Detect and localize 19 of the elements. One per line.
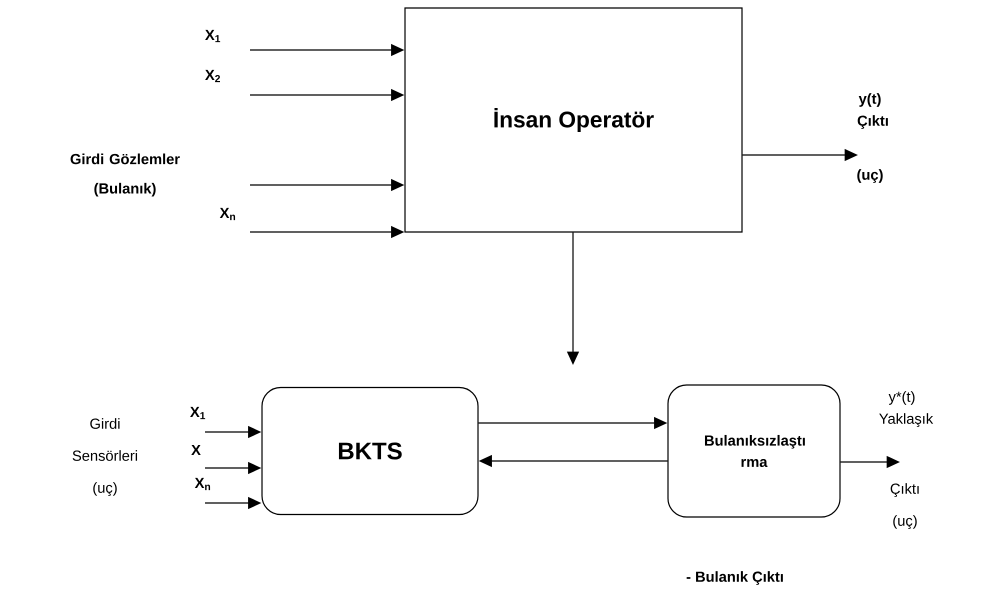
edge-label: X$_{2}$: [205, 70, 220, 82]
text-label: Girdi Gözlemler (Bulanık): [70, 154, 180, 196]
text-label: (uç): [857, 169, 883, 183]
operator-box: İnsan Operatör: [404, 7, 743, 233]
edge-label: X$_{1}$: [205, 30, 220, 42]
text-label: Çıktı: [890, 483, 919, 497]
text-label: Girdi Sensörleri (uç): [72, 418, 138, 496]
text-label: - Bulanık Çıktı: [686, 571, 783, 585]
process-box: BKTS: [261, 386, 479, 516]
text-label: y(t): [858, 93, 881, 107]
edge-label: X$_{1}$: [190, 406, 206, 420]
text-label: (uç): [893, 515, 917, 529]
edge-label: X$_{n}$: [194, 478, 210, 490]
edge-label: X: [191, 444, 201, 456]
text-label: y*(t): [888, 391, 915, 405]
process-box: Bulanıksızlaştı rma: [667, 384, 841, 518]
text-label: Yaklaşık: [879, 413, 934, 427]
text-label: Çıktı: [858, 115, 888, 129]
edge-label: X$_{n}$: [220, 208, 236, 220]
